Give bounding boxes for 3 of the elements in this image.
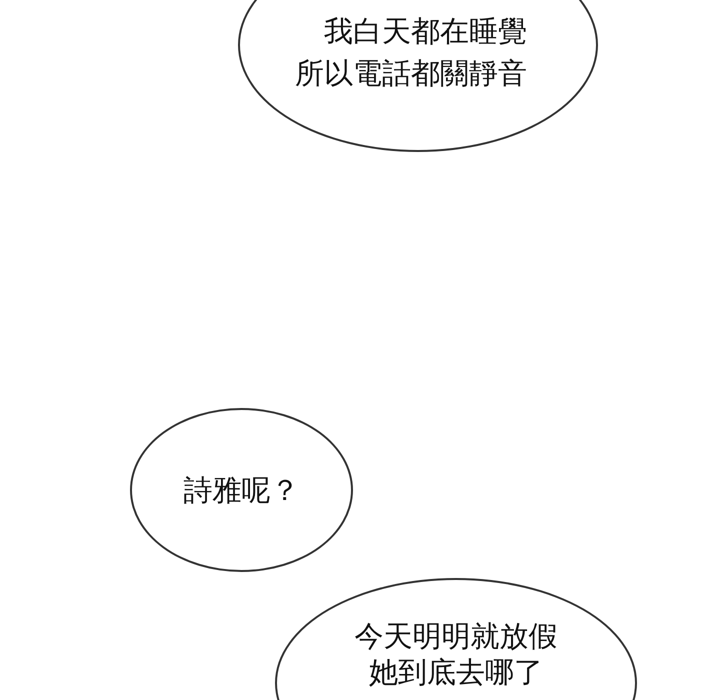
dialogue-text: 今天明明就放假她到底去哪了 <box>354 618 558 690</box>
dialogue-text: 我白天都在睡覺所以電話都關靜音 <box>294 13 528 92</box>
dialogue-text: 詩雅呢？ <box>182 472 300 509</box>
